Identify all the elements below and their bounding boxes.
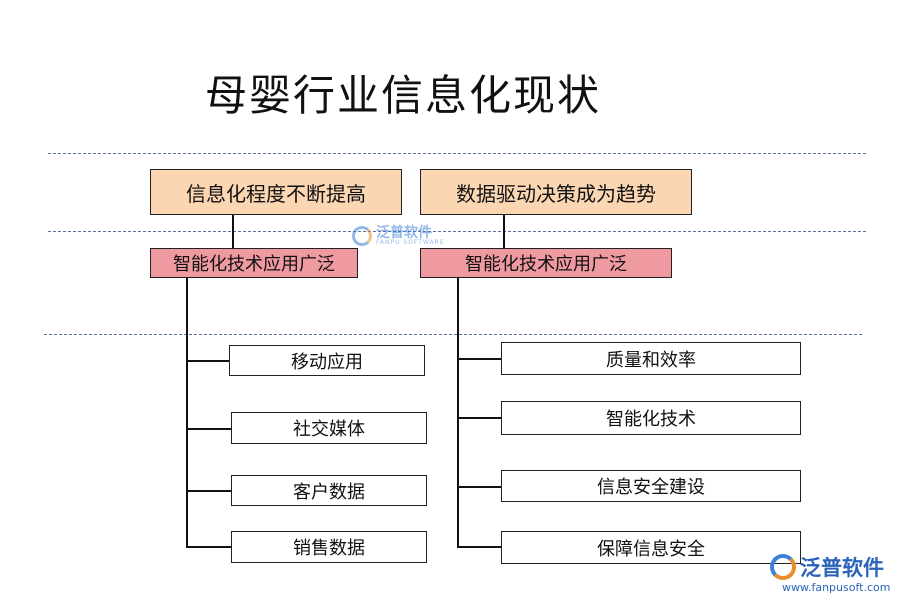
- leaf-customer-data: 客户数据: [231, 475, 427, 506]
- box-smart-tech-left: 智能化技术应用广泛: [150, 248, 358, 278]
- branch-right-2: [457, 417, 501, 419]
- leaf-sales-data: 销售数据: [231, 531, 427, 563]
- watermark: 泛普软件 FANPU SOFTWARE: [352, 226, 445, 246]
- box-smart-tech-right: 智能化技术应用广泛: [420, 248, 672, 278]
- fanpu-logo-icon: [352, 226, 372, 246]
- trunk-right: [457, 278, 459, 547]
- branch-right-3: [457, 486, 501, 488]
- connector-top-right: [503, 215, 505, 248]
- branch-left-1: [186, 360, 229, 362]
- branch-left-4: [186, 546, 231, 548]
- dashed-divider-2: [48, 231, 866, 232]
- dashed-divider-1: [48, 153, 866, 154]
- dashed-divider-3: [44, 334, 862, 335]
- leaf-quality-efficiency: 质量和效率: [501, 342, 801, 375]
- leaf-mobile-apps: 移动应用: [229, 345, 425, 376]
- watermark-text: 泛普软件: [376, 225, 432, 241]
- box-informatization-rising: 信息化程度不断提高: [150, 169, 402, 215]
- branch-left-2: [186, 428, 231, 430]
- branch-right-1: [457, 358, 501, 360]
- branch-left-3: [186, 490, 231, 492]
- leaf-ensure-info-security: 保障信息安全: [501, 531, 801, 564]
- branch-right-4: [457, 546, 501, 548]
- connector-top-left: [232, 215, 234, 248]
- leaf-smart-technology: 智能化技术: [501, 401, 801, 435]
- leaf-social-media: 社交媒体: [231, 412, 427, 444]
- leaf-info-security-build: 信息安全建设: [501, 470, 801, 502]
- box-data-driven-decisions: 数据驱动决策成为趋势: [420, 169, 692, 215]
- brand-logo: 泛普软件: [770, 552, 884, 582]
- brand-url: www.fanpusoft.com: [782, 581, 891, 594]
- fanpu-logo-icon: [770, 554, 796, 580]
- watermark-subtext: FANPU SOFTWARE: [376, 239, 445, 246]
- page-title: 母婴行业信息化现状: [205, 71, 602, 120]
- trunk-left: [186, 278, 188, 547]
- brand-name: 泛普软件: [800, 556, 884, 580]
